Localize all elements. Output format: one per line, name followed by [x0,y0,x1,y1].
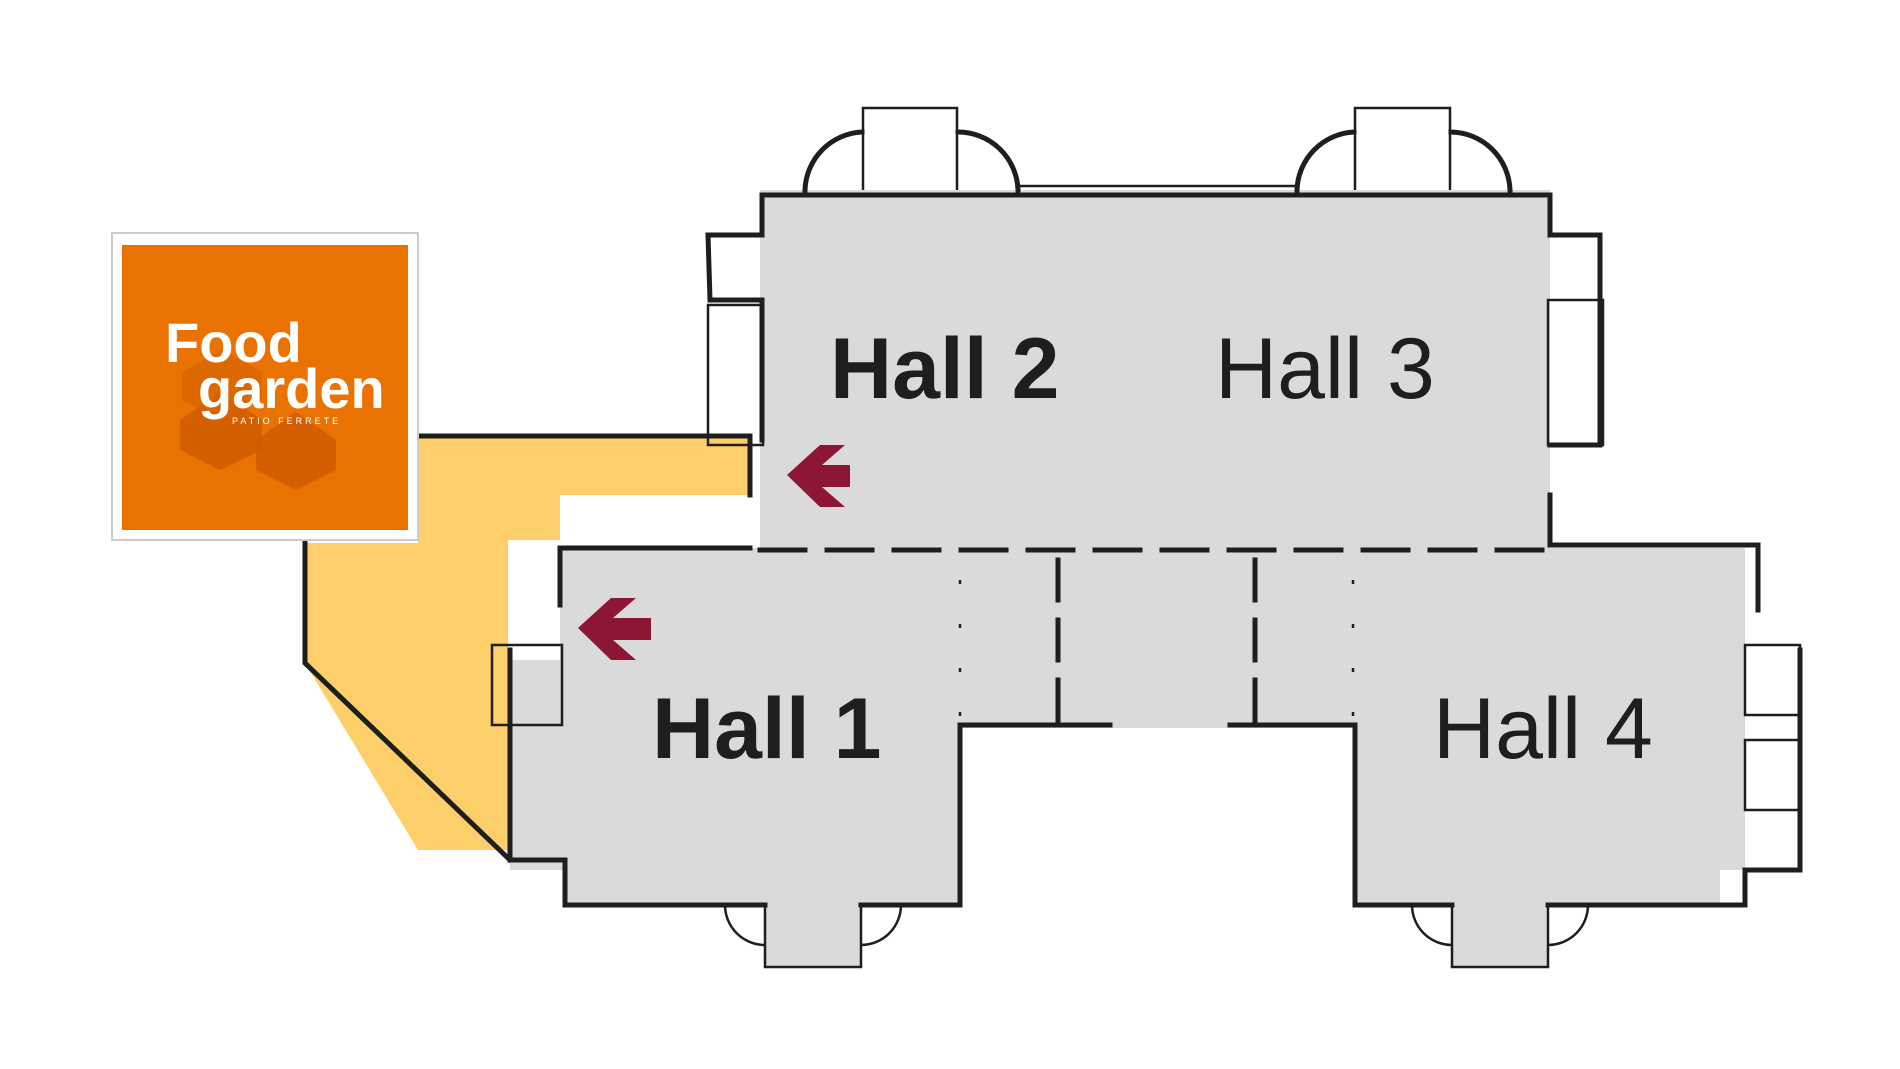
north-stair-right-a [1294,129,1357,193]
south-entrance-hall-1 [763,905,863,969]
north-entrance-right [1353,106,1452,190]
logo-line2: garden [198,357,385,420]
hall-1-bottom-right-wall [858,722,1113,908]
door-swing-2 [860,904,903,947]
arrow-left-icon [787,445,850,507]
hall-4-label: Hall 4 [1433,681,1653,777]
logo-subline: PATIO FERRETE [232,416,341,426]
south-entrance-hall-4 [1450,905,1550,969]
stair-block-left-upper [706,303,765,447]
door-swing-4 [1547,904,1590,947]
north-entrance-left [861,106,959,190]
food-garden-outline-lower [302,540,514,864]
stair-block-right-upper [1546,298,1605,447]
arrow-left-icon [578,598,651,660]
hall-4-inner-wall [1227,722,1455,908]
hall-2-3-floor[interactable] [760,190,1550,555]
hall-2-3-outer-wall [705,192,963,443]
north-stair-left-a [802,129,865,193]
entrance-hall-1-floor[interactable] [765,905,861,967]
hall-3-label: Hall 3 [1215,321,1435,417]
north-stair-right-b [1448,129,1513,193]
north-stair-left-b [955,129,1021,193]
stair-block-right-lower [1743,643,1802,717]
entrance-hall-4-floor[interactable] [1452,905,1548,967]
logo-line1: Food [165,311,302,374]
door-swing-3 [1410,904,1453,947]
corridor-floor [960,548,1360,728]
stair-block-left-lower [490,643,564,727]
hall-1-outer-wall [507,647,768,908]
food-garden-logo[interactable]: Food garden PATIO FERRETE [111,232,419,541]
hall-4-top-wall [1547,542,1761,613]
hall-1-label: Hall 1 [652,681,881,777]
door-swing-1 [723,904,766,947]
food-garden-outline [415,433,753,498]
food-garden-area[interactable] [305,436,750,850]
hall-2-label: Hall 2 [830,321,1059,417]
hall-1-left-wall [557,545,753,608]
stair-block-right-lower-2 [1743,738,1802,812]
